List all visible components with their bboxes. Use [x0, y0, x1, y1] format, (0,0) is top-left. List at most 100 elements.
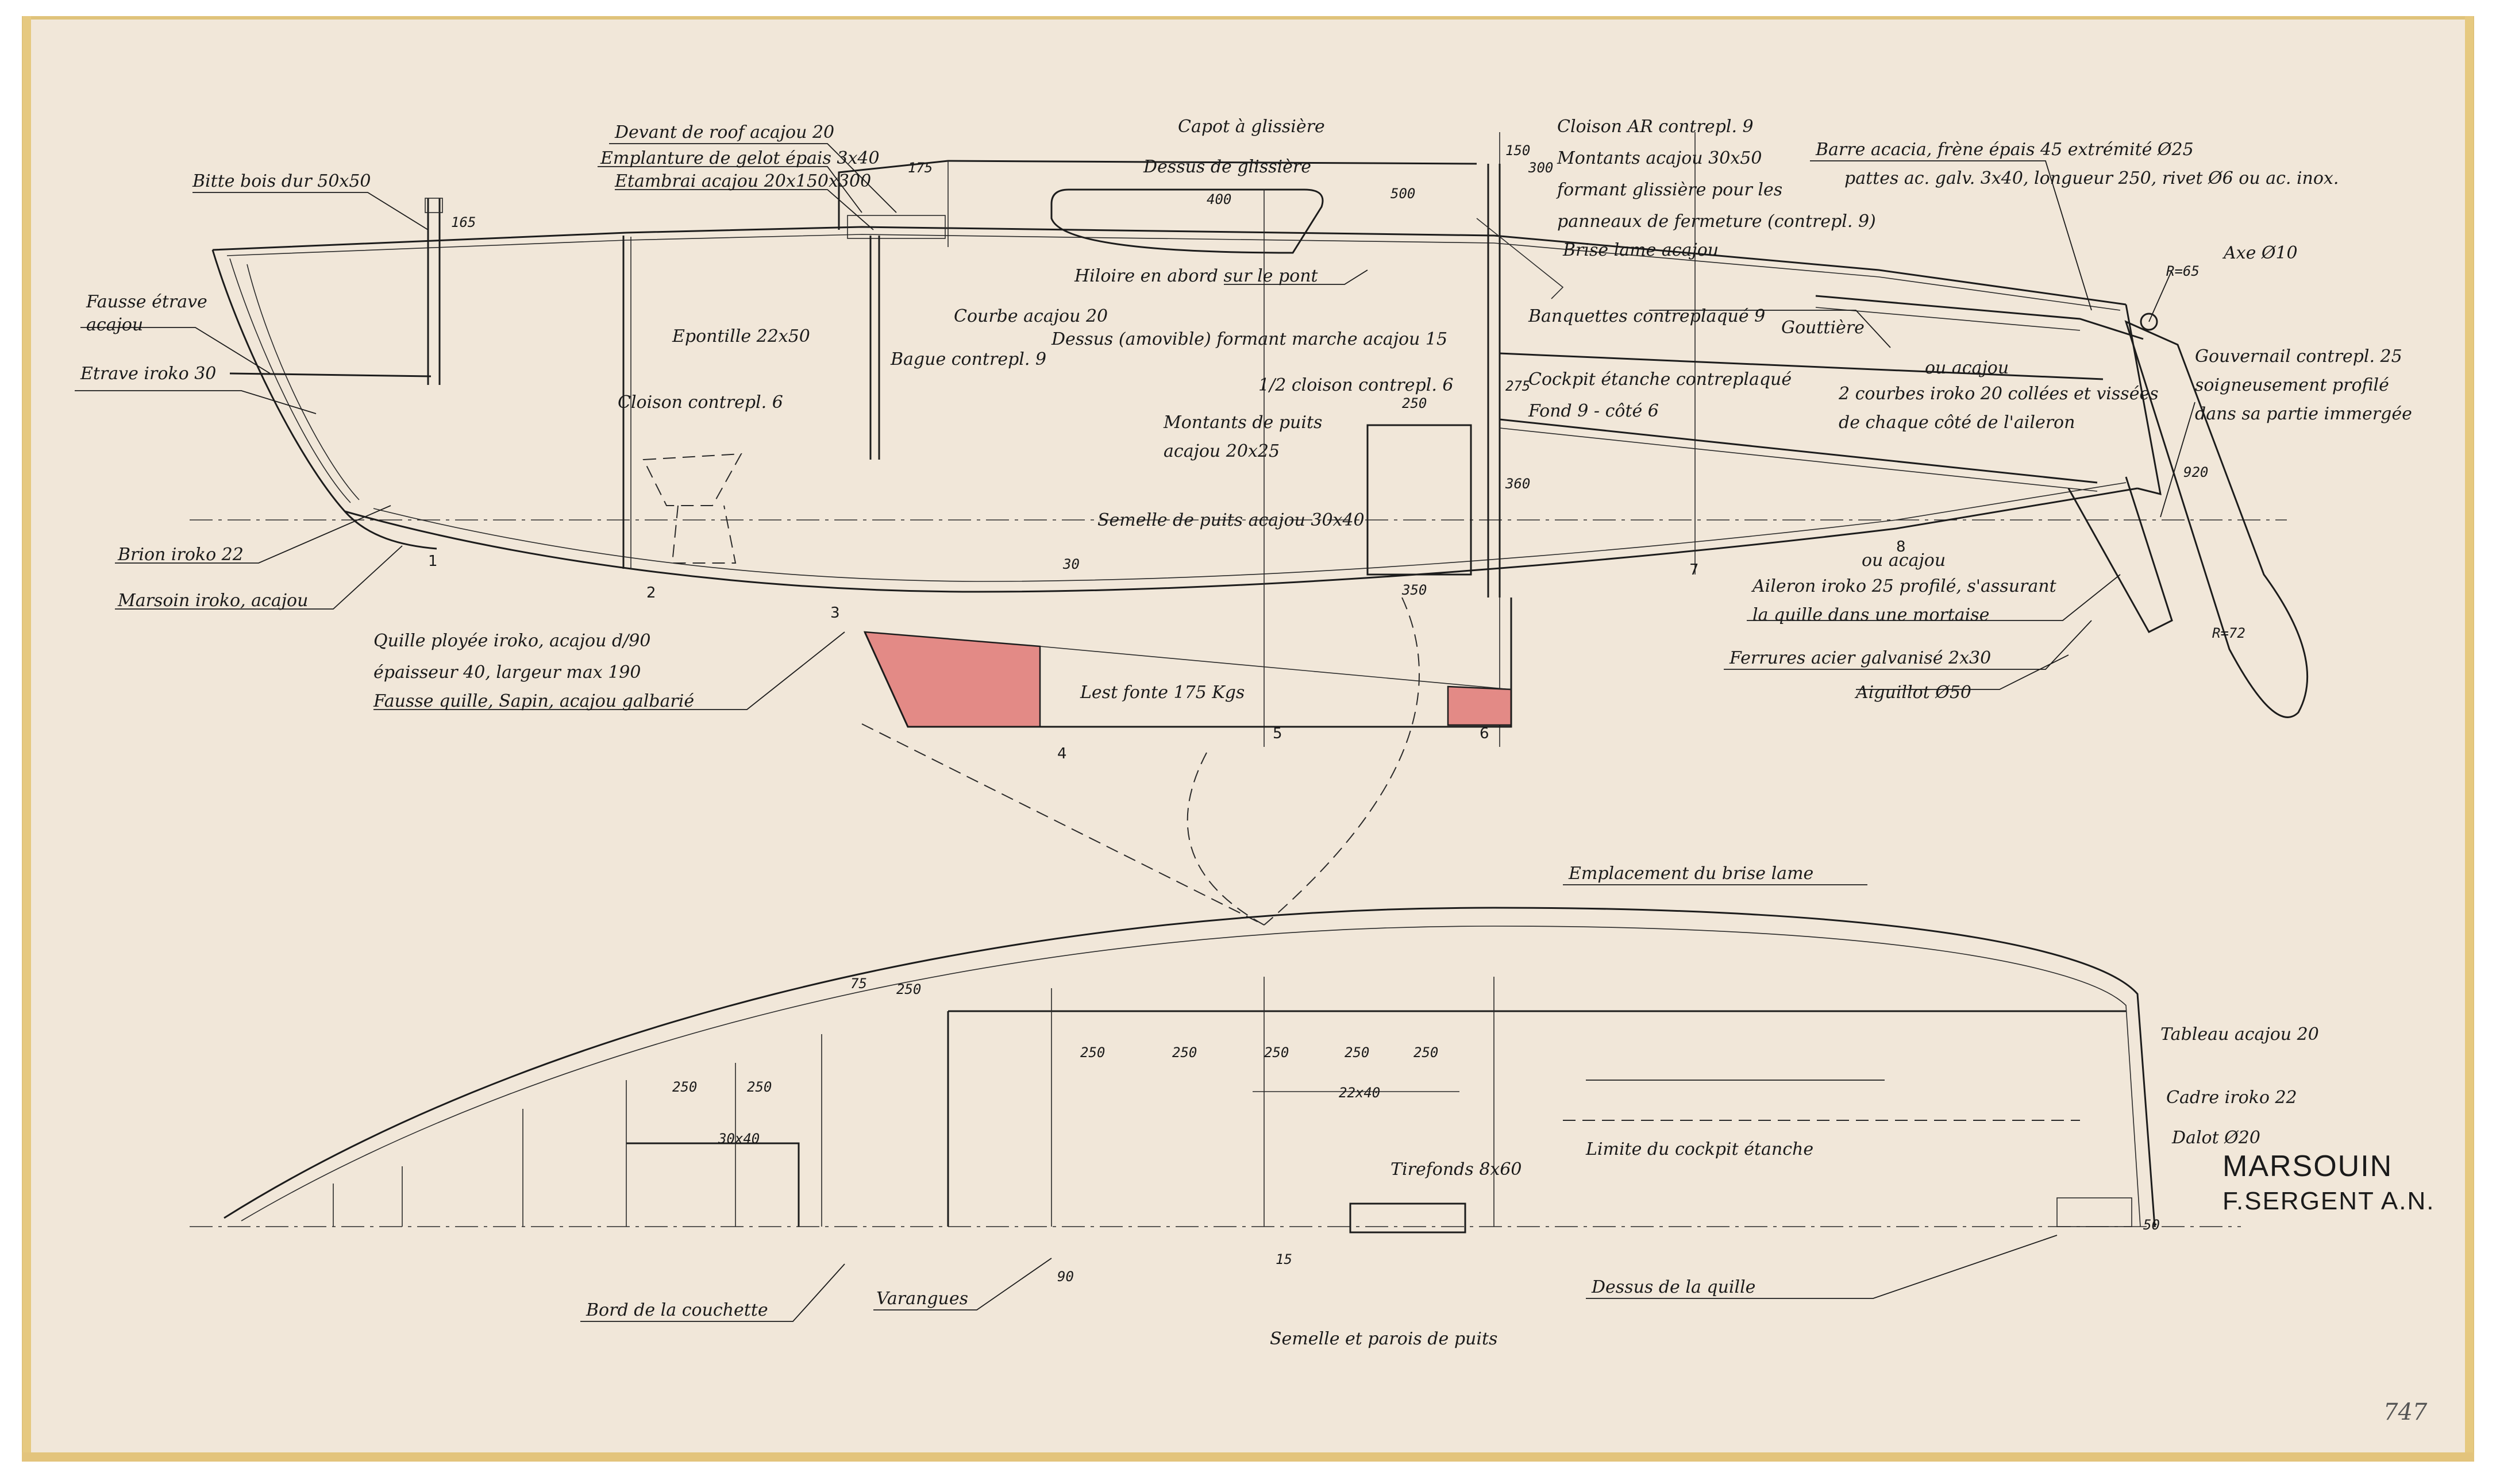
label-quille-1: Quille ployée iroko, acajou d/90 — [373, 631, 650, 651]
dim-500: 500 — [1390, 186, 1415, 202]
dim-r65: R=65 — [2166, 263, 2200, 279]
dim-250-plan-2: 250 — [1080, 1044, 1105, 1061]
label-montants-puits-2: acajou 20x25 — [1164, 441, 1280, 461]
dim-165: 165 — [451, 214, 476, 230]
label-hiloire: Hiloire en abord sur le pont — [1074, 266, 1319, 286]
label-bord-couchette: Bord de la couchette — [586, 1300, 768, 1320]
bitte-top — [425, 198, 443, 213]
toilet-outline — [642, 453, 742, 506]
keel-line — [344, 487, 2138, 593]
dim-30: 30 — [1062, 556, 1080, 572]
label-marsoin: Marsoin iroko, acajou — [117, 591, 308, 611]
title-block: MARSOUIN F.SERGENT A.N. — [2222, 1149, 2464, 1216]
deck-inner-plan — [241, 926, 2141, 1227]
deck-outline-plan — [224, 907, 2156, 1227]
label-varangues: Varangues — [876, 1289, 968, 1309]
tiller — [1815, 295, 2144, 340]
label-fausse-etrave: Fausse étrave — [86, 292, 207, 312]
dim-15: 15 — [1276, 1251, 1292, 1267]
deck-inner-line — [226, 234, 2121, 311]
label-dalot: Dalot Ø20 — [2171, 1128, 2260, 1148]
station-3: 3 — [830, 604, 840, 622]
dim-175: 175 — [908, 160, 933, 176]
label-etrave: Etrave iroko 30 — [80, 364, 216, 384]
label-devant-roof: Devant de roof acajou 20 — [614, 122, 834, 142]
rudder-blade — [2124, 320, 2309, 718]
label-capot: Capot à glissière — [1178, 117, 1325, 137]
label-aileron-1: Aileron iroko 25 profilé, s'assurant — [1751, 576, 2057, 596]
centreboard-swing-1 — [861, 723, 1265, 926]
designer-name: F.SERGENT A.N. — [2222, 1187, 2435, 1215]
dim-r72: R=72 — [2212, 625, 2245, 641]
label-cloison-ar-3: formant glissière pour les — [1556, 180, 1782, 200]
label-tableau: Tableau acajou 20 — [2160, 1024, 2319, 1044]
tape-right — [2465, 16, 2473, 1461]
cockpit-floor-2 — [1499, 427, 2098, 492]
dim-250-plan: 250 — [896, 981, 921, 997]
label-etambrai: Etambrai acajou 20x150x300 — [614, 171, 871, 191]
station-1: 1 — [428, 553, 438, 570]
tape-bottom — [22, 1452, 2474, 1462]
label-courbes-1: 2 courbes iroko 20 collées et vissées — [1838, 384, 2159, 404]
station-7: 7 — [1689, 561, 1699, 579]
label-epontille: Epontille 22x50 — [672, 326, 810, 346]
dim-250-plan-3: 250 — [1172, 1044, 1197, 1061]
transom-detail-plan — [2056, 1197, 2132, 1227]
label-montants-puits-1: Montants de puits — [1163, 413, 1322, 433]
cabin-roof — [838, 160, 1477, 230]
label-aileron-2: la quille dans une mortaise — [1752, 605, 1989, 625]
label-semelle-parois: Semelle et parois de puits — [1270, 1329, 1497, 1349]
dim-90: 90 — [1057, 1269, 1074, 1285]
sliding-hatch — [1050, 188, 1324, 254]
label-tirefonds: Tirefonds 8x60 — [1390, 1159, 1522, 1180]
station-8: 8 — [1896, 538, 1906, 556]
label-semelle-puits: Semelle de puits acajou 30x40 — [1097, 510, 1365, 530]
label-gouvernail-3: dans sa partie immergée — [2195, 404, 2412, 424]
label-bague: Bague contrepl. 9 — [890, 349, 1046, 369]
dim-920: 920 — [2183, 464, 2208, 480]
plan-view — [190, 907, 2241, 1234]
station-4: 4 — [1057, 745, 1067, 762]
transom — [2125, 304, 2162, 496]
label-cloison-6: Cloison contrepl. 6 — [618, 392, 783, 413]
toilet-base — [671, 505, 737, 564]
cockpit-floor — [1499, 418, 2098, 484]
label-barre-2: pattes ac. galv. 3x40, longueur 250, riv… — [1844, 168, 2339, 188]
stem-inner-2 — [246, 264, 360, 500]
station-6: 6 — [1480, 725, 1489, 742]
label-demi-cloison: 1/2 cloison contrepl. 6 — [1258, 375, 1453, 395]
dim-50: 50 — [2143, 1217, 2160, 1233]
fore-bulkhead-top — [229, 372, 432, 377]
label-courbe: Courbe acajou 20 — [954, 306, 1108, 326]
centreboard-swing-arc — [1264, 597, 1420, 926]
label-gouvernail-2: soigneusement profilé — [2195, 375, 2389, 395]
label-cloison-ar-4: panneaux de fermeture (contrepl. 9) — [1557, 211, 1876, 232]
dim-75: 75 — [850, 976, 867, 992]
label-quille-2: épaisseur 40, largeur max 190 — [373, 662, 641, 683]
frame-lines-plan — [333, 977, 1494, 1227]
drawing-sheet — [22, 16, 2474, 1461]
ballast-fore — [863, 631, 1041, 728]
label-quille-3: Fausse quille, Sapin, acajou galbarié — [373, 691, 694, 711]
label-axe: Axe Ø10 — [2222, 243, 2298, 263]
label-emplacement-brise: Emplacement du brise lame — [1568, 864, 1813, 884]
ballast-aft — [1447, 685, 1512, 726]
dim-22x40: 22x40 — [1339, 1085, 1380, 1101]
keel-top-line — [1039, 646, 1512, 690]
sheet-number: 747 — [2383, 1399, 2428, 1425]
puits-semelle-plan — [1349, 1202, 1466, 1234]
dim-275: 275 — [1505, 378, 1530, 394]
dim-400: 400 — [1207, 191, 1231, 207]
sheer-line — [212, 226, 2127, 306]
tiller-2 — [1815, 307, 2081, 331]
dim-150: 150 — [1505, 142, 1530, 159]
label-limite-cockpit: Limite du cockpit étanche — [1585, 1139, 1813, 1159]
dim-250-plan-5: 250 — [1345, 1044, 1369, 1061]
mast-step — [847, 215, 946, 239]
label-fausse-etrave-2: acajou — [86, 315, 143, 335]
dim-250: 250 — [1402, 395, 1427, 411]
label-cadre: Cadre iroko 22 — [2166, 1088, 2297, 1108]
dim-30x40: 30x40 — [718, 1131, 760, 1147]
rudder-axe — [2140, 313, 2158, 331]
label-courbes-2: de chaque côté de l'aileron — [1839, 413, 2075, 433]
